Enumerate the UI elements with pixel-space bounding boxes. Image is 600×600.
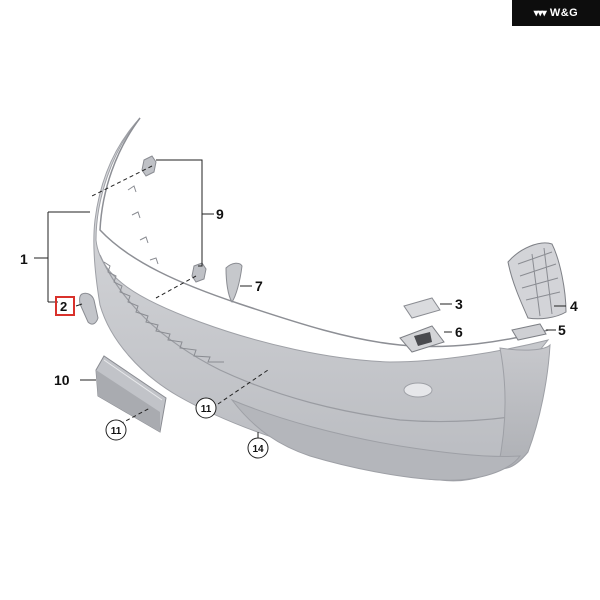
- part-small-clip: [511, 323, 547, 341]
- callout-10: 10: [54, 372, 70, 388]
- bumper-inner-edge: [103, 261, 224, 363]
- part-cover-bracket: [399, 325, 445, 353]
- callout-4: 4: [570, 298, 578, 314]
- brand-logo: ▾▾▾ W&G: [512, 0, 600, 26]
- bumper-lower-spoiler: [230, 398, 522, 481]
- part-bracket-upper: [141, 155, 157, 177]
- callout-11b-circle: [105, 419, 127, 441]
- callout-2-highlight: [55, 296, 75, 316]
- callout-3: 3: [455, 296, 463, 312]
- leader-2: [75, 303, 83, 307]
- leader-9-bracket: [156, 159, 214, 267]
- bumper-upper-surface: [93, 117, 550, 482]
- bumper-lower-lip: [99, 254, 541, 423]
- callout-14: 14: [252, 444, 264, 455]
- part-license-plate-bracket: [95, 355, 167, 433]
- part-tow-hook-cover: [403, 297, 441, 319]
- callout-11b: 11: [111, 426, 122, 437]
- tow-hook-recess: [403, 382, 433, 398]
- callout-7: 7: [255, 278, 263, 294]
- part-grille-bracket: [507, 242, 567, 320]
- callout-14-circle: [247, 437, 269, 459]
- callout-6: 6: [455, 324, 463, 340]
- bumper-right-wing: [497, 343, 551, 470]
- leader-11b: [119, 407, 151, 425]
- leader-1-bracket: [47, 211, 90, 303]
- part-small-cover: [79, 292, 99, 325]
- leader-9-dash-upper: [91, 165, 153, 197]
- bumper-cover: [93, 117, 551, 482]
- callout-2: 2: [60, 299, 67, 314]
- callout-1: 1: [20, 251, 28, 267]
- callout-5: 5: [558, 322, 566, 338]
- leader-lines: [34, 159, 566, 440]
- bumper-left-clips: [127, 185, 159, 265]
- callout-11a: 11: [201, 404, 212, 415]
- callout-11a-circle: [195, 397, 217, 419]
- leader-9-dash-lower: [155, 275, 197, 299]
- leader-11a: [217, 369, 269, 405]
- logo-text: W&G: [549, 7, 579, 19]
- bumper-top-lip: [99, 117, 549, 348]
- logo-mark-icon: ▾▾▾: [533, 7, 547, 19]
- callout-9: 9: [216, 206, 224, 222]
- part-side-strip: [225, 262, 243, 303]
